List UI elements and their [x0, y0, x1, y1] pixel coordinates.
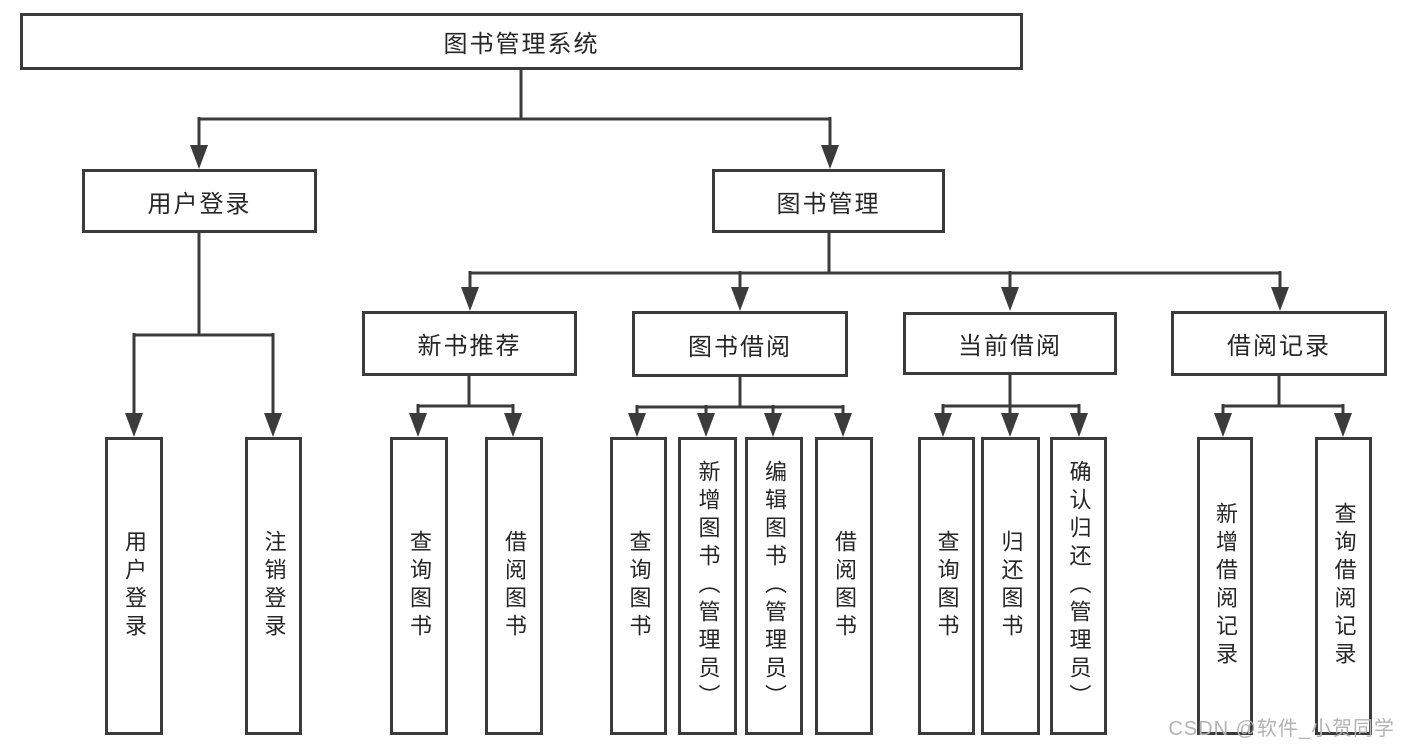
leaf-return-books: 归还图书	[981, 437, 1040, 735]
csdn-watermark: CSDN @软件_小贺同学	[1168, 718, 1395, 740]
leaf-add-book-admin-label: 新增图书（管理员）	[695, 460, 721, 712]
leaf-borrow-books-label: 借阅图书	[832, 530, 857, 642]
leaf-query-books-recommend-label: 查询图书	[407, 530, 432, 642]
leaf-return-books-label: 归还图书	[998, 530, 1024, 642]
node-book-management: 图书管理	[712, 169, 945, 233]
leaf-query-books-borrow-label: 查询图书	[626, 530, 652, 642]
node-borrow-records: 借阅记录	[1171, 311, 1387, 376]
leaf-borrow-books-recommend: 借阅图书	[485, 437, 543, 735]
node-book-borrow: 图书借阅	[632, 311, 848, 377]
leaf-edit-book-admin: 编辑图书（管理员）	[745, 437, 803, 735]
leaf-add-borrow-record-label: 新增借阅记录	[1213, 502, 1238, 670]
node-user-login-label: 用户登录	[147, 190, 252, 218]
node-new-book-recommend-label: 新书推荐	[417, 333, 522, 360]
leaf-add-book-admin: 新增图书（管理员）	[678, 437, 737, 735]
leaf-query-books-current-label: 查询图书	[934, 530, 960, 642]
node-user-login: 用户登录	[82, 169, 317, 233]
leaf-logout-label: 注销登录	[261, 530, 287, 642]
leaf-borrow-books: 借阅图书	[815, 437, 873, 735]
node-current-borrow-label: 当前借阅	[958, 333, 1062, 360]
leaf-borrow-books-recommend-label: 借阅图书	[502, 530, 527, 642]
leaf-confirm-return-admin-label: 确认归还（管理员）	[1066, 460, 1092, 712]
node-book-borrow-label: 图书借阅	[688, 333, 792, 361]
leaf-add-borrow-record: 新增借阅记录	[1197, 437, 1253, 735]
leaf-query-books-current: 查询图书	[918, 437, 975, 735]
leaf-query-books-recommend: 查询图书	[390, 437, 448, 735]
node-borrow-records-label: 借阅记录	[1227, 333, 1331, 360]
leaf-query-borrow-record: 查询借阅记录	[1315, 437, 1372, 735]
arrowheads	[125, 145, 1352, 437]
node-root-label: 图书管理系统	[443, 31, 600, 58]
node-root: 图书管理系统	[20, 13, 1023, 70]
leaf-logout: 注销登录	[245, 437, 302, 735]
node-new-book-recommend: 新书推荐	[362, 311, 577, 376]
leaf-query-borrow-record-label: 查询借阅记录	[1331, 502, 1357, 670]
leaf-user-login: 用户登录	[105, 437, 163, 735]
leaf-edit-book-admin-label: 编辑图书（管理员）	[762, 460, 787, 712]
leaf-user-login-label: 用户登录	[122, 530, 147, 642]
leaf-confirm-return-admin: 确认归还（管理员）	[1050, 437, 1107, 735]
node-book-management-label: 图书管理	[776, 190, 881, 218]
node-current-borrow: 当前借阅	[903, 312, 1117, 375]
leaf-query-books-borrow: 查询图书	[610, 437, 667, 735]
